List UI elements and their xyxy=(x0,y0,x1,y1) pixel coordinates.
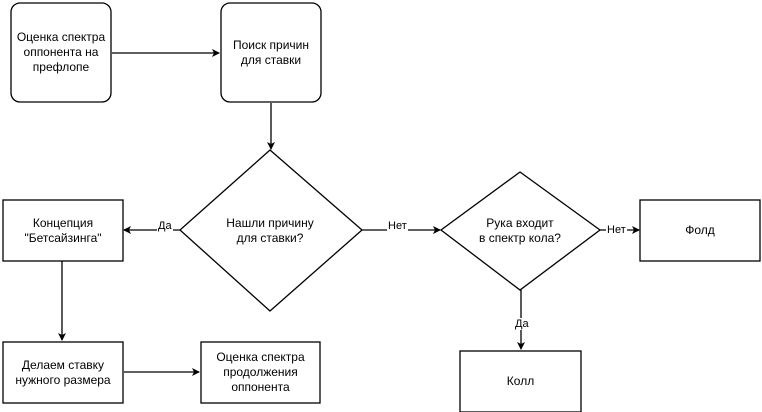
node-range-preflop-box xyxy=(10,2,112,103)
node-fold-box xyxy=(639,199,761,262)
edge-label-no-fold: Нет xyxy=(606,224,627,236)
edge-label-yes-left: Да xyxy=(157,220,173,232)
node-found-reason-diamond xyxy=(179,149,363,312)
node-search-reason-box xyxy=(220,2,322,103)
node-betsizing-box xyxy=(2,199,124,262)
node-bet-size-box xyxy=(2,341,124,404)
edge-label-yes-call: Да xyxy=(514,318,530,330)
edge-label-no-right: Нет xyxy=(387,220,408,232)
node-call-box xyxy=(459,350,582,412)
node-hand-in-range-diamond xyxy=(439,171,602,291)
node-range-continue-box xyxy=(200,341,321,404)
